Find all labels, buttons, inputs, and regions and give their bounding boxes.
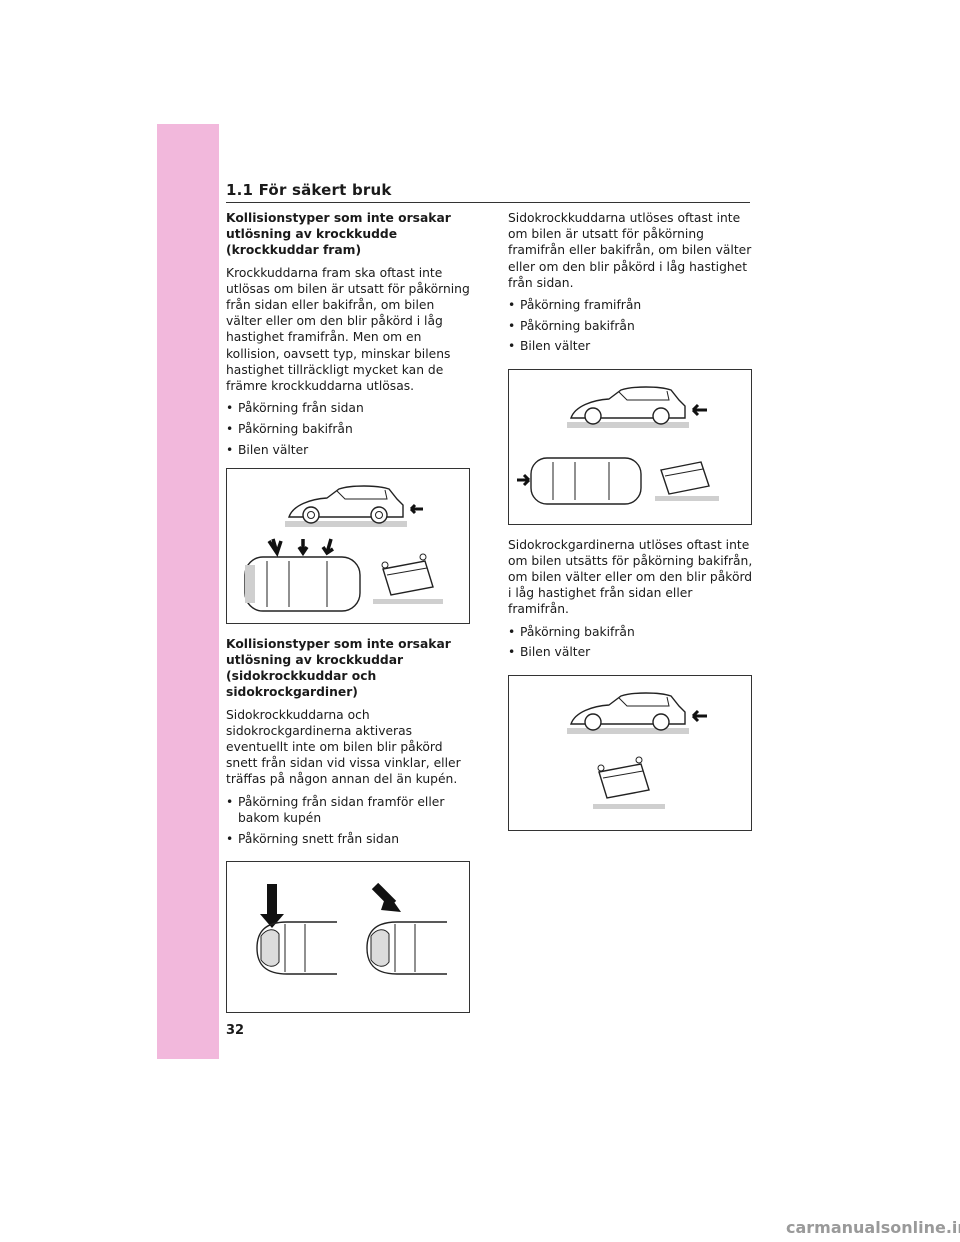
figure-side-airbag-front-rear bbox=[508, 368, 752, 525]
list-item: Bilen välter bbox=[508, 338, 753, 354]
section-title: 1.1 För säkert bruk bbox=[226, 181, 392, 199]
figure-front-airbag-no-deploy bbox=[226, 467, 470, 624]
paragraph-side-airbags: Sidokrockkuddarna och sidokrockgardinern… bbox=[226, 707, 461, 787]
list-item: Påkörning bakifrån bbox=[508, 318, 753, 334]
figure-side-airbag-no-deploy bbox=[226, 860, 470, 1013]
paragraph-side-airbags-right: Sidokrockkuddarna utlöses oftast inte om… bbox=[508, 211, 752, 290]
list-item: Bilen välter bbox=[508, 644, 753, 660]
right-column: Sidokrockkuddarna utlöses oftast inte om… bbox=[508, 210, 753, 843]
bullet-list-front-airbags: Påkörning från sidan Påkörning bakifrån … bbox=[226, 400, 471, 458]
list-item: Påkörning från sidan framför eller bakom… bbox=[226, 794, 471, 826]
bullet-list-side-airbags-right: Påkörning framifrån Påkörning bakifrån B… bbox=[508, 297, 753, 355]
page-number: 32 bbox=[226, 1023, 245, 1038]
list-item: Påkörning snett från sidan bbox=[226, 831, 471, 847]
list-item: Påkörning bakifrån bbox=[508, 624, 753, 640]
list-item: Påkörning bakifrån bbox=[226, 421, 471, 437]
list-item: Bilen välter bbox=[226, 442, 471, 458]
chapter-tab bbox=[157, 124, 219, 1059]
bullet-list-side-airbags: Påkörning från sidan framför eller bakom… bbox=[226, 794, 471, 847]
list-item: Påkörning framifrån bbox=[508, 297, 753, 313]
list-item: Påkörning från sidan bbox=[226, 400, 471, 416]
bullet-list-side-curtains: Påkörning bakifrån Bilen välter bbox=[508, 624, 753, 661]
watermark: carmanualsonline.info bbox=[786, 1218, 960, 1237]
paragraph-front-airbags: Krockkuddarna fram ska oftast inte utlös… bbox=[226, 265, 470, 394]
heading-front-airbags: Kollisionstyper som inte orsakar utlösni… bbox=[226, 211, 451, 258]
figure-side-curtain-no-deploy bbox=[508, 674, 752, 831]
paragraph-side-curtains: Sidokrockgardinerna utlöses oftast inte … bbox=[508, 537, 753, 617]
left-column: Kollisionstyper som inte orsakar utlösni… bbox=[226, 210, 471, 1025]
section-header: 1.1 För säkert bruk bbox=[226, 180, 750, 203]
heading-side-airbags: Kollisionstyper som inte orsakar utlösni… bbox=[226, 636, 451, 700]
